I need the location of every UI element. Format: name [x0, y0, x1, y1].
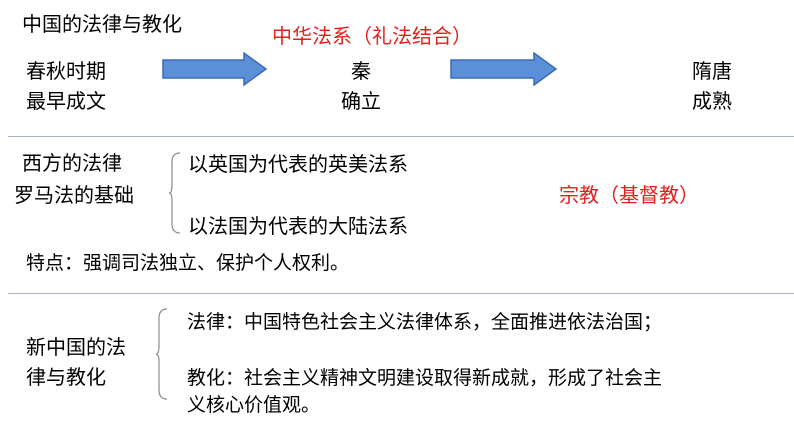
section-divider [8, 136, 794, 137]
new-china-law: 法律：中国特色社会主义法律体系，全面推进依法治国； [187, 311, 663, 333]
stage-spring-autumn-note: 最早成文 [26, 89, 106, 113]
arrow-right-icon [450, 52, 558, 86]
brace-icon [168, 152, 181, 234]
section-divider [8, 293, 794, 294]
stage-spring-autumn-period: 春秋时期 [26, 59, 106, 83]
new-china-education-cont: 义核心价值观。 [187, 394, 321, 416]
arrow-right-icon [162, 52, 268, 86]
new-china-education: 教化：社会主义精神文明建设取得新成就，形成了社会主 [187, 367, 663, 389]
stage-sui-tang-note: 成熟 [692, 89, 732, 113]
new-china-title-line2: 律与教化 [26, 365, 106, 389]
stage-qin-note: 确立 [341, 89, 381, 113]
stage-sui-tang: 隋唐 [692, 59, 732, 83]
west-common-law: 以英国为代表的英美法系 [188, 152, 408, 176]
west-feature: 特点：强调司法独立、保护个人权利。 [26, 252, 350, 274]
west-civil-law: 以法国为代表的大陆法系 [188, 214, 408, 238]
brace-icon [155, 308, 168, 400]
west-title: 西方的法律 [22, 151, 122, 175]
china-title: 中国的法律与教化 [22, 12, 182, 36]
new-china-title: 新中国的法 [26, 335, 126, 359]
west-roman-law: 罗马法的基础 [14, 183, 134, 207]
stage-qin: 秦 [351, 59, 371, 83]
west-religion: 宗教（基督教） [559, 183, 699, 207]
china-legal-system: 中华法系（礼法结合） [272, 24, 472, 48]
